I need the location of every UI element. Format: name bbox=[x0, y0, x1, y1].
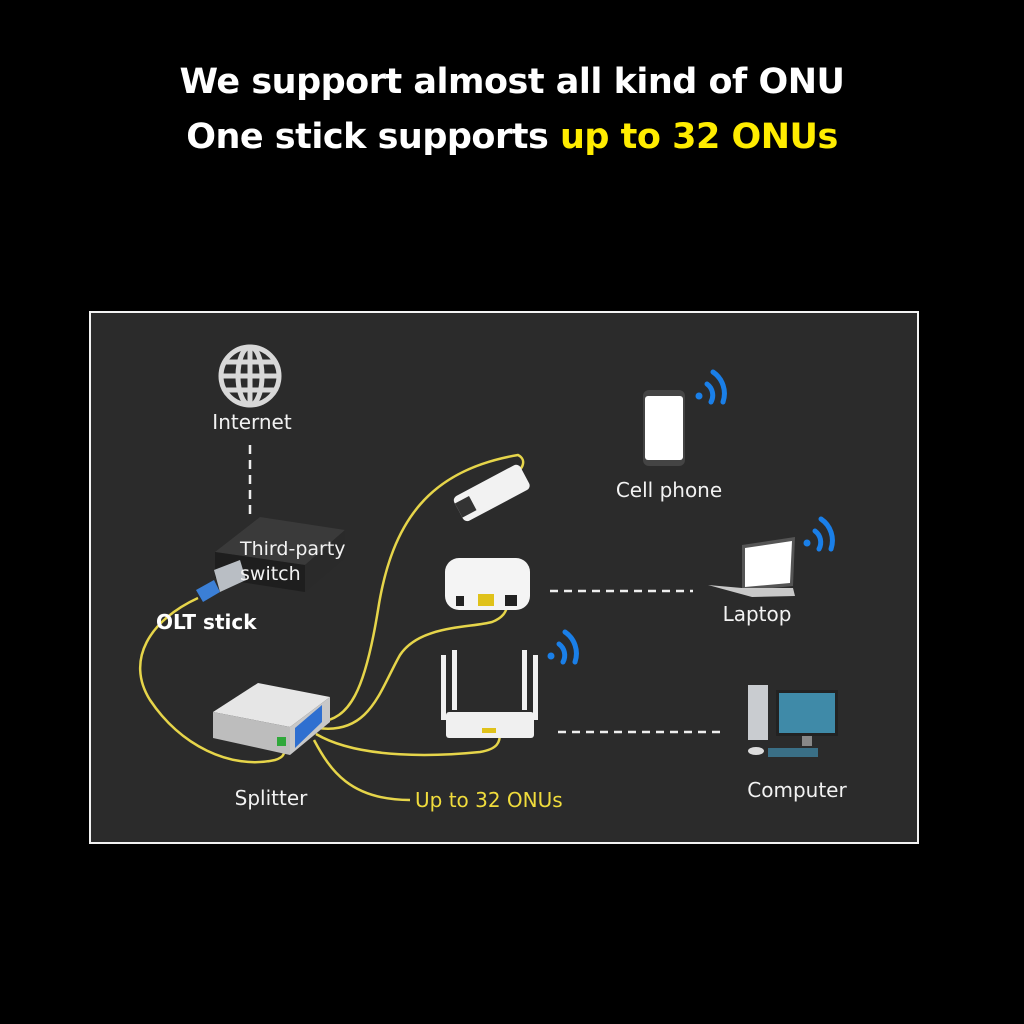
globe-icon bbox=[218, 344, 282, 408]
splitter-label: Splitter bbox=[234, 786, 308, 810]
wifi-icon-laptop bbox=[803, 516, 835, 552]
headline-highlight: up to 32 ONUs bbox=[559, 117, 838, 157]
laptop-label: Laptop bbox=[722, 602, 792, 626]
olt-stick-icon bbox=[196, 560, 246, 602]
computer-icon bbox=[748, 685, 838, 757]
onu-count-label: Up to 32 ONUs bbox=[415, 788, 563, 812]
headline-prefix: One stick supports bbox=[186, 117, 560, 157]
cell-phone-label: Cell phone bbox=[615, 478, 723, 502]
wifi-icon-router bbox=[547, 629, 579, 665]
switch-label-line-2: switch bbox=[240, 563, 301, 585]
onu-stick-icon bbox=[453, 464, 530, 522]
switch-icon bbox=[215, 517, 345, 592]
headline-line-1: We support almost all kind of ONU bbox=[179, 62, 845, 102]
internet-label: Internet bbox=[212, 410, 292, 434]
fiber-cables bbox=[139, 453, 525, 802]
olt-stick-label: OLT stick bbox=[156, 610, 257, 634]
splitter-icon bbox=[213, 683, 330, 755]
router-icon bbox=[441, 650, 538, 738]
headline-line-2: One stick supports up to 32 ONUs bbox=[0, 117, 1024, 157]
laptop-icon bbox=[708, 537, 795, 597]
switch-label-line-1: Third-party bbox=[240, 538, 346, 560]
wifi-icon-phone bbox=[695, 369, 727, 405]
onu-box-icon bbox=[445, 558, 530, 610]
cell-phone-icon bbox=[643, 390, 685, 466]
computer-label: Computer bbox=[747, 778, 847, 802]
